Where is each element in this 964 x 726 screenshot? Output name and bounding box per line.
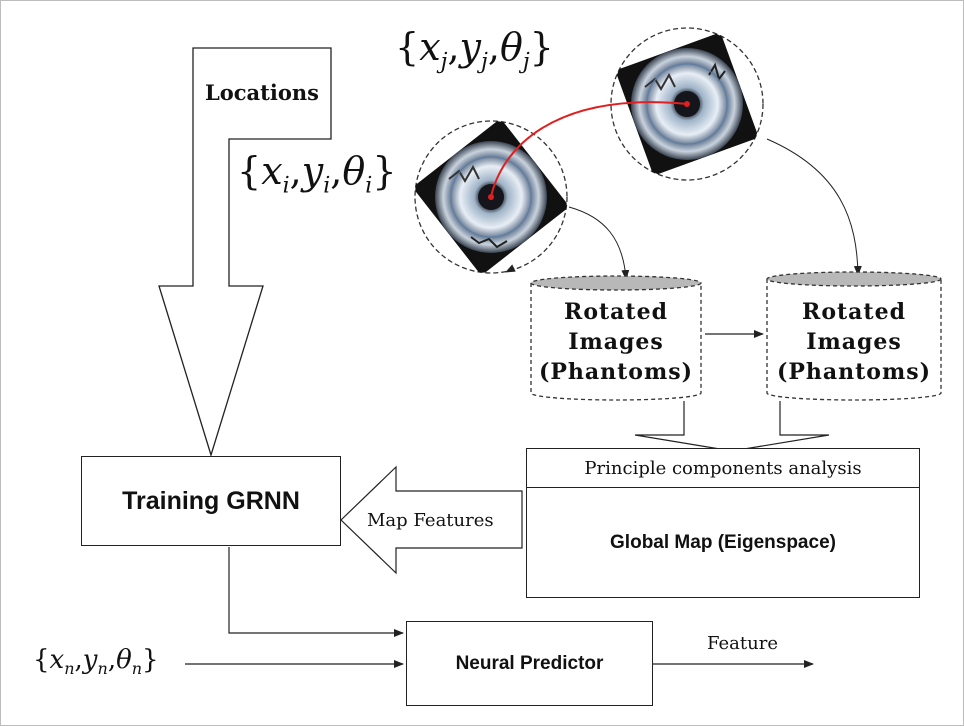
coord-j-label: {xj,yj,θj} — [395, 25, 554, 75]
feature-label: Feature — [707, 633, 778, 654]
pca-global-map-box: Principle components analysis Global Map… — [526, 448, 920, 598]
map-features-arrow — [340, 465, 523, 575]
database-1-label: Rotated Images (Phantoms) — [538, 299, 694, 385]
map-features-label: Map Features — [367, 510, 494, 531]
neural-predictor-box: Neural Predictor — [406, 621, 653, 706]
grnn-to-predictor — [228, 547, 404, 637]
red-link — [490, 101, 688, 198]
pointer-i-db — [568, 206, 630, 280]
database-2-label: Rotated Images (Phantoms) — [776, 299, 932, 385]
locations-label: Locations — [205, 80, 319, 105]
locations-arrow — [158, 47, 332, 458]
pca-header: Principle components analysis — [527, 449, 919, 488]
training-grnn-box: Training GRNN — [81, 456, 341, 546]
coord-n-label: {xn,yn,θn} — [33, 645, 159, 679]
global-map-label: Global Map (Eigenspace) — [610, 532, 836, 553]
pointer-j-db — [766, 138, 862, 276]
coord-i-label: {xi,yi,θi} — [237, 149, 397, 199]
database-1 — [530, 275, 702, 401]
return-arrow-i — [505, 264, 516, 273]
merge-arrow — [634, 401, 830, 452]
database-2 — [766, 271, 942, 401]
